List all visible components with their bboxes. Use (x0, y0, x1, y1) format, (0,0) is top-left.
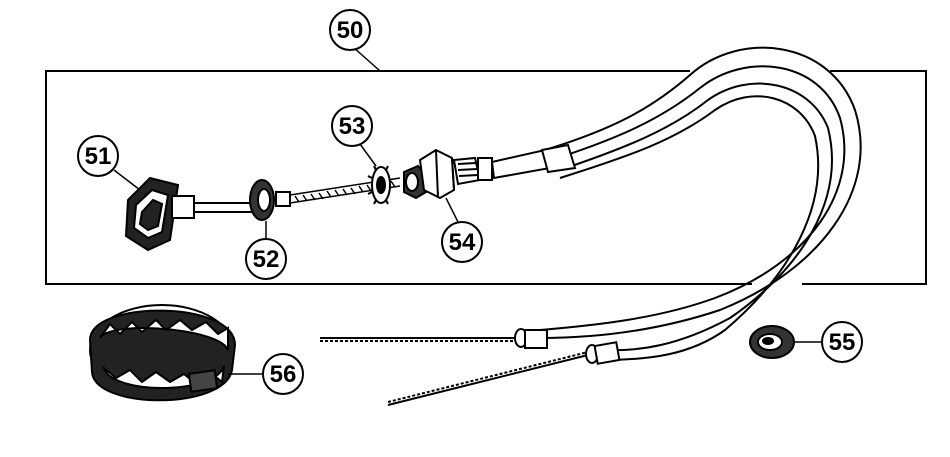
frame-gap-top (690, 66, 830, 76)
frame-gap-bottom (752, 279, 802, 289)
callout-50: 50 (329, 9, 371, 51)
callout-52: 52 (245, 238, 287, 280)
callout-51-label: 51 (85, 143, 112, 170)
leader-lines (113, 46, 822, 375)
callout-51: 51 (77, 135, 119, 177)
lock-nut-and-bush (403, 143, 577, 200)
choke-cable (539, 46, 862, 361)
assembly-frame (45, 70, 927, 285)
cable-ends (320, 328, 621, 406)
callout-53: 53 (331, 105, 373, 147)
grommet (749, 325, 795, 359)
callout-52-label: 52 (253, 246, 280, 273)
callout-56: 56 (262, 353, 304, 395)
star-washer (367, 165, 391, 205)
callout-54: 54 (441, 221, 483, 263)
pull-knob (124, 176, 260, 252)
callout-50-label: 50 (337, 17, 364, 44)
retaining-band (88, 304, 237, 402)
spring-washer (249, 179, 291, 221)
callout-54-label: 54 (449, 229, 476, 256)
callout-53-label: 53 (339, 113, 366, 140)
callout-56-label: 56 (270, 361, 297, 388)
callout-55-label: 55 (829, 329, 856, 356)
callout-55: 55 (821, 321, 863, 363)
